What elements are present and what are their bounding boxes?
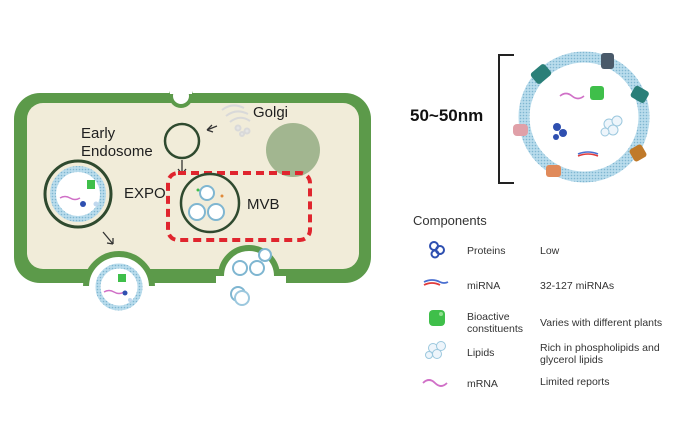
component-desc-proteins: Low bbox=[540, 245, 560, 257]
component-name-mirna: miRNA bbox=[467, 280, 501, 292]
vesicle-membrane bbox=[518, 51, 650, 183]
mirna-icon bbox=[423, 279, 449, 286]
component-name-proteins: Proteins bbox=[467, 245, 506, 257]
vesicle-structure bbox=[513, 51, 650, 183]
vacuole bbox=[266, 123, 320, 177]
mrna-icon bbox=[422, 379, 448, 387]
membrane-protein-3 bbox=[630, 85, 649, 103]
component-name-bioactive: Bioactive constituents bbox=[467, 311, 524, 335]
membrane-protein-1 bbox=[530, 64, 552, 84]
expo-label: EXPO bbox=[124, 185, 166, 202]
mvb-highlight-box bbox=[166, 171, 312, 242]
protein-icon bbox=[429, 241, 445, 259]
vesicle-mrna bbox=[559, 92, 585, 100]
golgi-label: Golgi bbox=[253, 104, 289, 121]
bioactive-icon bbox=[429, 310, 445, 326]
expo-arrow bbox=[102, 231, 114, 245]
component-desc-lipids: Rich in phospholipids and glycerol lipid… bbox=[540, 342, 660, 366]
released-vesicle-left bbox=[95, 263, 143, 311]
pore-gap bbox=[170, 82, 192, 94]
expo-bioactive-icon bbox=[87, 180, 95, 189]
expo-organelle bbox=[43, 159, 113, 229]
vesicle-bioactive bbox=[590, 86, 604, 100]
vesicle-lipids bbox=[600, 115, 623, 137]
component-desc-mrna: Limited reports bbox=[540, 376, 610, 388]
lipid-icon bbox=[425, 341, 446, 359]
early-endosome bbox=[163, 122, 201, 160]
golgi-icon bbox=[221, 104, 251, 137]
component-name-mrna: mRNA bbox=[467, 378, 498, 390]
early-endosome-label: Early Endosome bbox=[81, 125, 153, 160]
vesicle-size-label: 50~50nm bbox=[410, 106, 484, 125]
membrane-protein-2 bbox=[601, 53, 614, 69]
components-title: Components bbox=[413, 213, 487, 228]
component-name-lipids: Lipids bbox=[467, 347, 495, 359]
size-bracket bbox=[498, 54, 514, 184]
membrane-protein-4 bbox=[513, 124, 528, 136]
membrane-protein-6 bbox=[546, 165, 561, 177]
released-vesicles-right bbox=[230, 248, 272, 306]
component-desc-bioactive: Varies with different plants bbox=[540, 317, 663, 329]
mvb-organelle bbox=[166, 171, 312, 242]
mvb-label: MVB bbox=[247, 196, 280, 213]
pocket-right-cover bbox=[216, 276, 286, 316]
membrane-protein-5 bbox=[629, 144, 647, 162]
golgi-arrow bbox=[206, 124, 218, 133]
component-desc-mirna: 32-127 miRNAs bbox=[540, 280, 615, 292]
